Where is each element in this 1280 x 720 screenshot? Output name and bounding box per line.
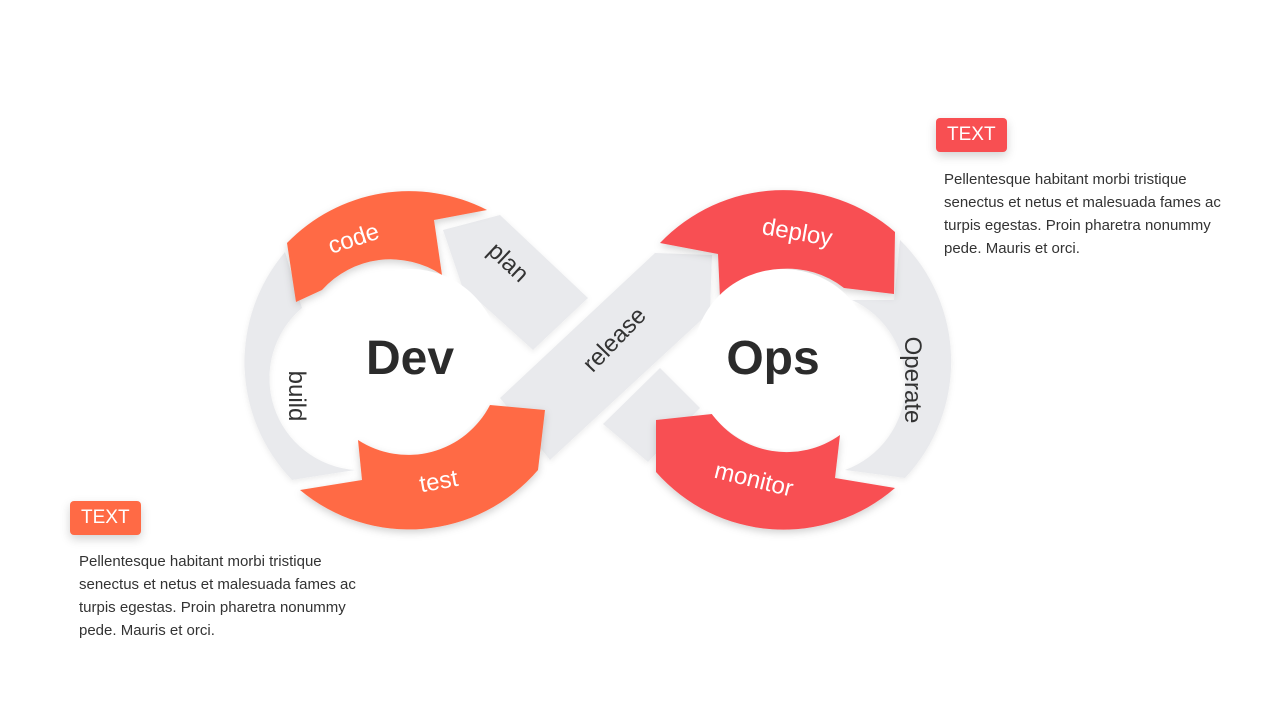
ops-label: Ops (726, 332, 819, 385)
deploy-segment (660, 190, 895, 298)
bottom-left-badge: TEXT (70, 501, 141, 535)
return-segment (603, 368, 700, 462)
build-label: build (283, 371, 310, 422)
test-label: test (417, 465, 460, 498)
test-segment (300, 405, 545, 530)
monitor-segment (656, 414, 895, 530)
ops-center (693, 269, 873, 449)
top-right-paragraph: Pellentesque habitant morbi tristique se… (944, 171, 1221, 257)
build-segment (244, 252, 355, 480)
plan-segment (443, 215, 588, 350)
release-segment (500, 253, 712, 460)
operate-label: Operate (899, 337, 926, 424)
code-segment (287, 191, 487, 302)
bottom-left-paragraph: Pellentesque habitant morbi tristique se… (79, 553, 356, 639)
top-right-badge: TEXT (936, 118, 1007, 152)
dev-center (320, 269, 500, 449)
operate-segment (845, 240, 952, 478)
dev-label: Dev (366, 332, 454, 385)
